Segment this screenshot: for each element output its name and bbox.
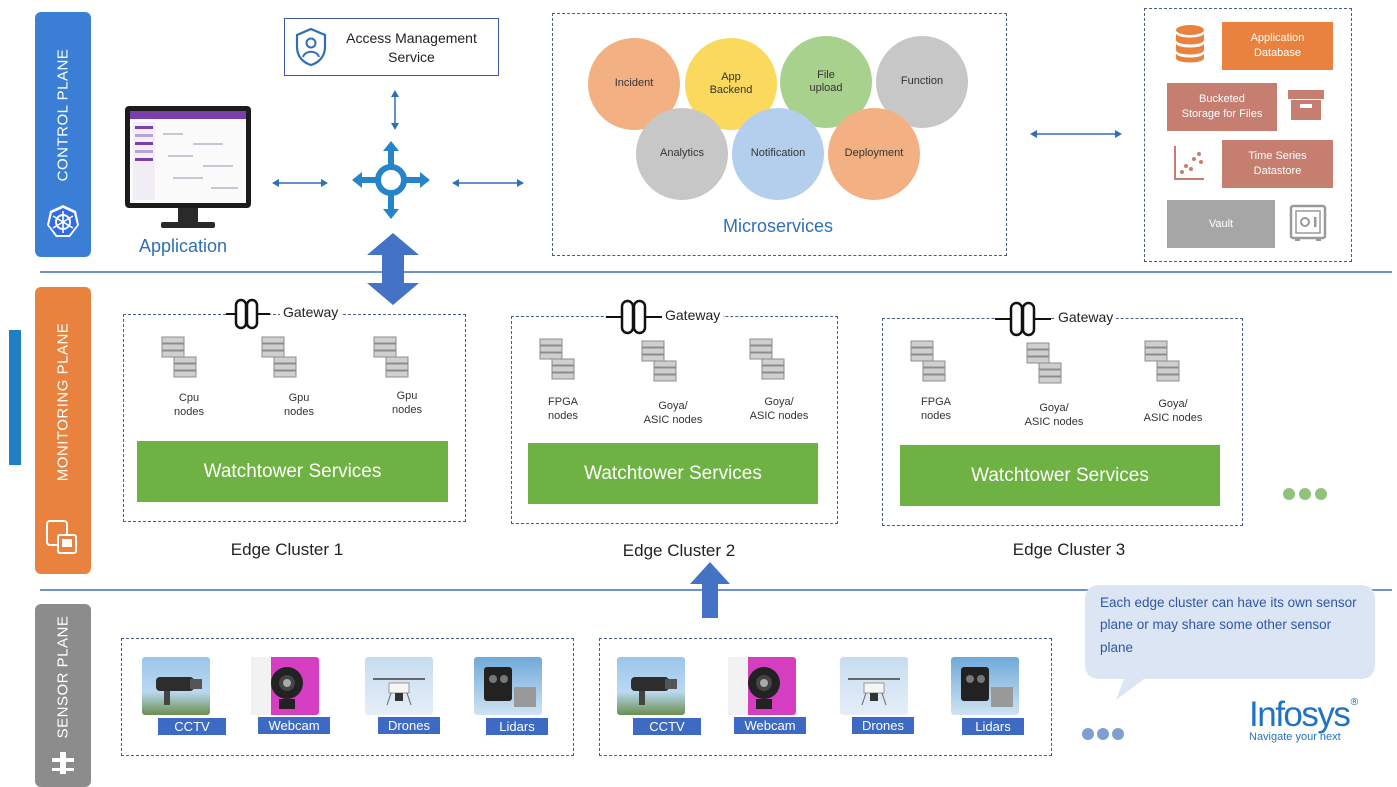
- more-sensors-dot: [1082, 728, 1094, 740]
- storage-box: [1144, 8, 1352, 262]
- archive-box-icon: [1288, 90, 1324, 120]
- infosys-logo: Infosys® Navigate your next: [1249, 697, 1364, 743]
- database-icon: [1176, 25, 1204, 63]
- control-plane-divider: [40, 271, 1392, 273]
- webcam-image: [251, 657, 319, 715]
- application-label: Application: [139, 236, 228, 256]
- application-database-box: Application Database: [1222, 22, 1333, 70]
- node-label: Gpu nodes: [392, 390, 422, 417]
- control-plane-label: CONTROL PLANE: [35, 12, 91, 257]
- bucketed-storage-box: Bucketed Storage for Files: [1167, 83, 1277, 131]
- monitor-device-icon: [46, 520, 77, 554]
- gateway-label: Gateway: [280, 304, 342, 320]
- node-label: Goya/ ASIC nodes: [749, 396, 809, 423]
- shield-user-icon: [295, 27, 327, 67]
- chain-link-icon: [995, 301, 1051, 337]
- microservice-analytics: Analytics: [636, 108, 728, 200]
- sensor-group-1: [121, 638, 574, 756]
- kubernetes-icon: [47, 205, 79, 237]
- drone-image: [365, 657, 433, 715]
- sensor-to-cluster-arrow: [690, 562, 730, 618]
- node-label: Goya/ ASIC nodes: [1024, 402, 1084, 429]
- sensor-plane-label: SENSOR PLANE: [35, 604, 91, 787]
- microservices-box: [552, 13, 1007, 256]
- chain-link-icon: [226, 298, 270, 330]
- microservices-label: Microservices: [723, 216, 834, 236]
- time-series-datastore-box: Time Series Datastore: [1222, 140, 1333, 188]
- watchtower-services: Watchtower Services: [528, 443, 818, 504]
- server-stack-icon: [373, 336, 409, 378]
- node-label: Goya/ ASIC nodes: [643, 400, 703, 427]
- server-stack-icon: [539, 338, 575, 380]
- watchtower-services: Watchtower Services: [900, 445, 1220, 506]
- node-label: FPGA nodes: [921, 396, 951, 423]
- server-stack-icon: [161, 336, 197, 378]
- webcam-tag: Webcam: [734, 717, 806, 734]
- microservice-notification: Notification: [732, 108, 824, 200]
- server-stack-icon: [261, 336, 297, 378]
- server-stack-icon: [1026, 342, 1062, 384]
- access-management-label: Access Management Service: [346, 30, 477, 65]
- drone-image: [840, 657, 908, 715]
- node-label: Cpu nodes: [174, 392, 204, 419]
- node-label: Goya/ ASIC nodes: [1143, 398, 1203, 425]
- app-hub-arrow: [272, 179, 328, 187]
- more-sensors-dot: [1097, 728, 1109, 740]
- callout-text: Each edge cluster can have its own senso…: [1100, 595, 1357, 655]
- cctv-image: [142, 657, 210, 715]
- lidar-image: [951, 657, 1019, 715]
- server-stack-icon: [641, 340, 677, 382]
- side-accent-bar: [9, 330, 21, 465]
- edge-cluster-2-box: Gateway FPGA nodes Goya/ ASIC nodes Goya…: [511, 299, 838, 524]
- lidars-tag: Lidars: [486, 718, 548, 735]
- lidar-image: [474, 657, 542, 715]
- more-clusters-dot: [1315, 488, 1327, 500]
- scatter-plot-icon: [1174, 146, 1204, 180]
- edge-cluster-3-box: Gateway FPGA nodes Goya/ ASIC nodes Goya…: [882, 301, 1243, 526]
- cctv-image: [617, 657, 685, 715]
- more-sensors-dot: [1112, 728, 1124, 740]
- webcam-tag: Webcam: [258, 717, 330, 734]
- gateway-label: Gateway: [1055, 309, 1117, 325]
- node-label: Gpu nodes: [284, 392, 314, 419]
- cctv-tag: CCTV: [633, 718, 701, 735]
- application-monitor-icon: [125, 106, 251, 228]
- lidars-tag: Lidars: [962, 718, 1024, 735]
- hub-micro-arrow: [452, 179, 524, 187]
- edge-cluster-1-box: Gateway Cpu nodes Gpu nodes Gpu nodes Wa…: [123, 298, 466, 522]
- edge-cluster-3-label: Edge Cluster 3: [1012, 540, 1126, 559]
- infosys-wordmark: Infosys: [1249, 695, 1351, 734]
- micro-storage-arrow: [1030, 130, 1122, 138]
- edge-cluster-2-label: Edge Cluster 2: [622, 541, 736, 560]
- infosys-tagline: Navigate your next: [1249, 731, 1341, 743]
- webcam-image: [728, 657, 796, 715]
- server-stack-icon: [1144, 340, 1180, 382]
- server-stack-icon: [910, 340, 946, 382]
- gateway-label: Gateway: [662, 307, 724, 323]
- watchtower-services: Watchtower Services: [137, 441, 448, 502]
- node-label: FPGA nodes: [548, 396, 578, 423]
- edge-cluster-1-label: Edge Cluster 1: [230, 540, 344, 559]
- drones-tag: Drones: [852, 717, 914, 734]
- monitoring-plane-label: MONITORING PLANE: [35, 287, 91, 574]
- access-to-hub-arrow: [391, 90, 399, 130]
- drone-icon: [52, 752, 74, 774]
- server-stack-icon: [749, 338, 785, 380]
- drones-tag: Drones: [378, 717, 440, 734]
- chain-link-icon: [606, 299, 662, 335]
- safe-icon: [1289, 204, 1327, 241]
- hub-icon: [352, 141, 430, 219]
- registered-mark: ®: [1349, 697, 1360, 708]
- microservice-deployment: Deployment: [828, 108, 920, 200]
- access-management-box: Access Management Service: [284, 18, 499, 76]
- more-clusters-dot: [1283, 488, 1295, 500]
- sensor-group-2: [599, 638, 1052, 756]
- cctv-tag: CCTV: [158, 718, 226, 735]
- callout-bubble-shape: [1085, 585, 1375, 700]
- vault-box: Vault: [1167, 200, 1275, 248]
- more-clusters-dot: [1299, 488, 1311, 500]
- control-monitoring-arrow: [367, 233, 419, 305]
